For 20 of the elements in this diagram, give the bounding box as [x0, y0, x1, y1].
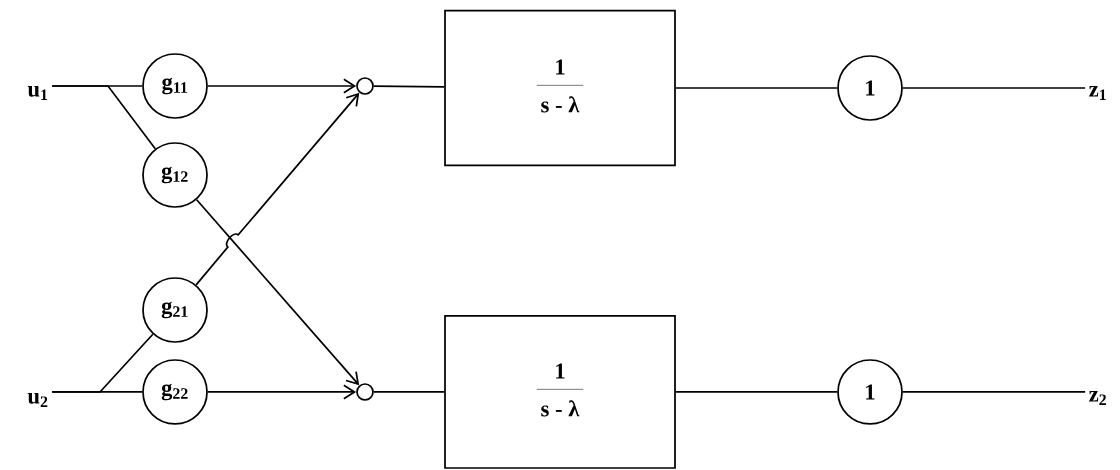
signal-line	[51, 333, 154, 393]
signal-line	[373, 391, 445, 393]
transfer-function-box: 1 s - λ	[444, 9, 676, 167]
signal-line	[195, 198, 360, 386]
signal-label: u$_{2}$	[27, 393, 48, 407]
signal-label: z$_{1}$	[1089, 86, 1106, 100]
summing-junction	[356, 77, 374, 95]
transfer-function-box: 1 s - λ	[444, 315, 676, 469]
signal-line	[902, 391, 1086, 393]
summing-junction	[356, 383, 374, 401]
signal-line	[207, 384, 357, 400]
signal-line	[373, 85, 445, 88]
signal-line	[195, 92, 360, 286]
signal-line	[902, 87, 1086, 89]
signal-line	[51, 85, 157, 150]
signal-line	[675, 391, 838, 393]
signal-label: u$_{1}$	[27, 86, 48, 100]
signal-label: z$_{2}$	[1089, 391, 1106, 405]
signal-line	[207, 78, 357, 94]
signal-line	[675, 87, 838, 89]
